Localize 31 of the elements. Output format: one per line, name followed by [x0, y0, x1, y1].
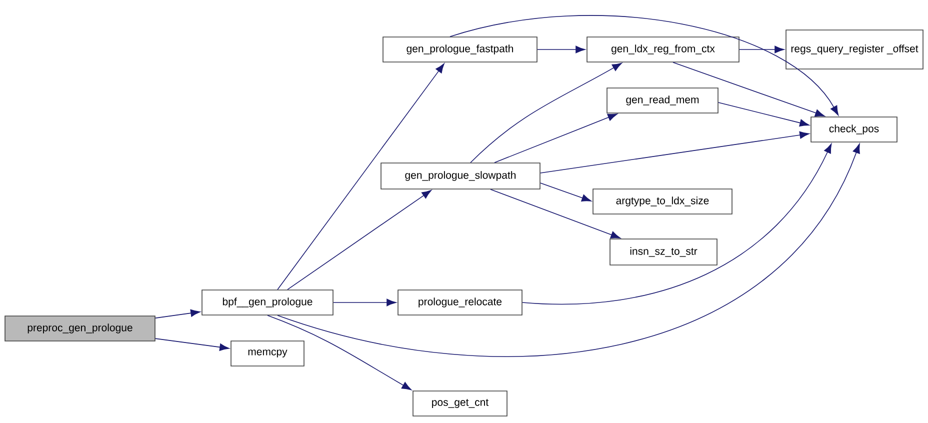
arrow	[494, 114, 618, 163]
arrow	[333, 298, 396, 306]
arrow	[490, 189, 620, 238]
function-box: argtype_to_ldx_size	[592, 188, 732, 214]
arrow	[287, 190, 432, 290]
arrow	[739, 46, 784, 54]
arrow	[672, 62, 825, 117]
arrow	[470, 62, 622, 163]
arrow	[540, 182, 592, 202]
function-box: gen_ldx_reg_from_ctx	[586, 36, 740, 62]
function-box: gen_prologue_slowpath	[380, 162, 540, 190]
function-box: insn_sz_to_str	[610, 238, 718, 266]
function-box: gen_prologue_fastpath	[382, 36, 538, 62]
arrow	[540, 131, 810, 174]
arrow	[450, 15, 839, 116]
arrow	[277, 63, 444, 290]
arrow	[522, 144, 832, 305]
arrow	[155, 309, 200, 318]
arrow	[155, 338, 230, 351]
arrow	[277, 144, 860, 357]
function-box: preproc_gen_prologue	[4, 316, 156, 342]
function-box: pos_get_cnt	[412, 390, 508, 416]
function-box: gen_read_mem	[606, 88, 718, 114]
arrow	[537, 46, 586, 54]
function-box: regs_query_register _offset	[786, 30, 924, 70]
function-box: bpf__gen_prologue	[202, 290, 334, 316]
arrow	[267, 315, 412, 390]
function-box: memcpy	[230, 340, 304, 366]
function-box: prologue_relocate	[398, 290, 522, 316]
arrow	[718, 102, 810, 127]
function-box: check_pos	[810, 116, 898, 142]
